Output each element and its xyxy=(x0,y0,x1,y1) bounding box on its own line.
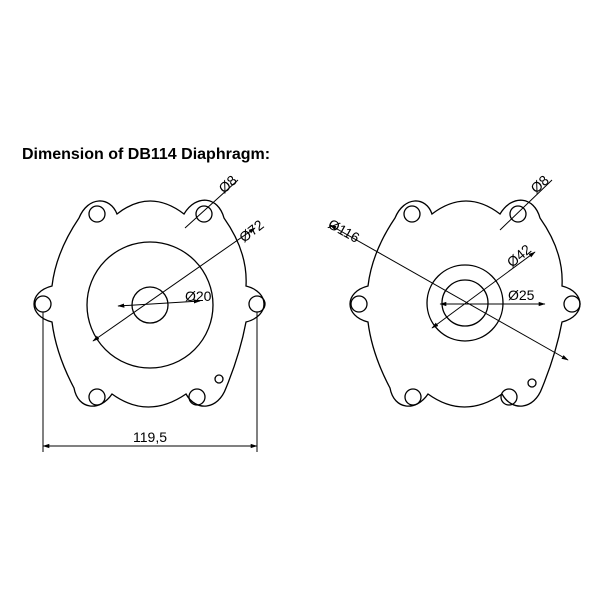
right-center-hole xyxy=(441,279,489,327)
right-ring-outer xyxy=(426,264,504,342)
left-bolt-holes xyxy=(34,205,266,406)
left-hole-label: Ø8 xyxy=(215,172,240,197)
diagram-title: Dimension of DB114 Diaphragm: xyxy=(22,146,271,163)
bolt-hole xyxy=(404,388,422,406)
bolt-hole xyxy=(248,295,266,313)
bolt-hole xyxy=(403,205,421,223)
bolt-hole xyxy=(34,295,52,313)
right-hole-dim-line xyxy=(499,179,553,231)
left-center-dim-line xyxy=(117,299,201,308)
bolt-hole xyxy=(509,205,527,223)
locating-hole xyxy=(214,374,224,384)
left-outer-dim-line xyxy=(92,227,256,342)
locating-hole xyxy=(527,378,537,388)
left-gasket-outline xyxy=(33,199,265,408)
bolt-hole xyxy=(500,388,518,406)
right-diaphragm-view xyxy=(329,179,581,408)
bolt-hole xyxy=(195,205,213,223)
left-diaphragm-view xyxy=(33,179,266,452)
bolt-hole xyxy=(88,388,106,406)
left-center-label: Ø20 xyxy=(185,288,212,304)
bolt-hole xyxy=(350,295,368,313)
bolt-hole xyxy=(88,205,106,223)
bolt-hole xyxy=(188,388,206,406)
bolt-hole xyxy=(563,295,581,313)
right-center-label: Ø25 xyxy=(508,287,535,303)
right-ring-dim-line xyxy=(431,251,536,329)
left-width-label: 119,5 xyxy=(133,429,167,445)
right-ring-label: Ø42 xyxy=(504,241,535,270)
left-hole-dim-line xyxy=(184,179,239,229)
right-hole-label: Ø8 xyxy=(527,172,552,197)
right-outer-label: Ø116 xyxy=(326,216,363,246)
left-outer-label: Ø72 xyxy=(236,216,267,245)
right-bolt-holes xyxy=(350,205,581,406)
left-outer-circle xyxy=(86,241,214,369)
